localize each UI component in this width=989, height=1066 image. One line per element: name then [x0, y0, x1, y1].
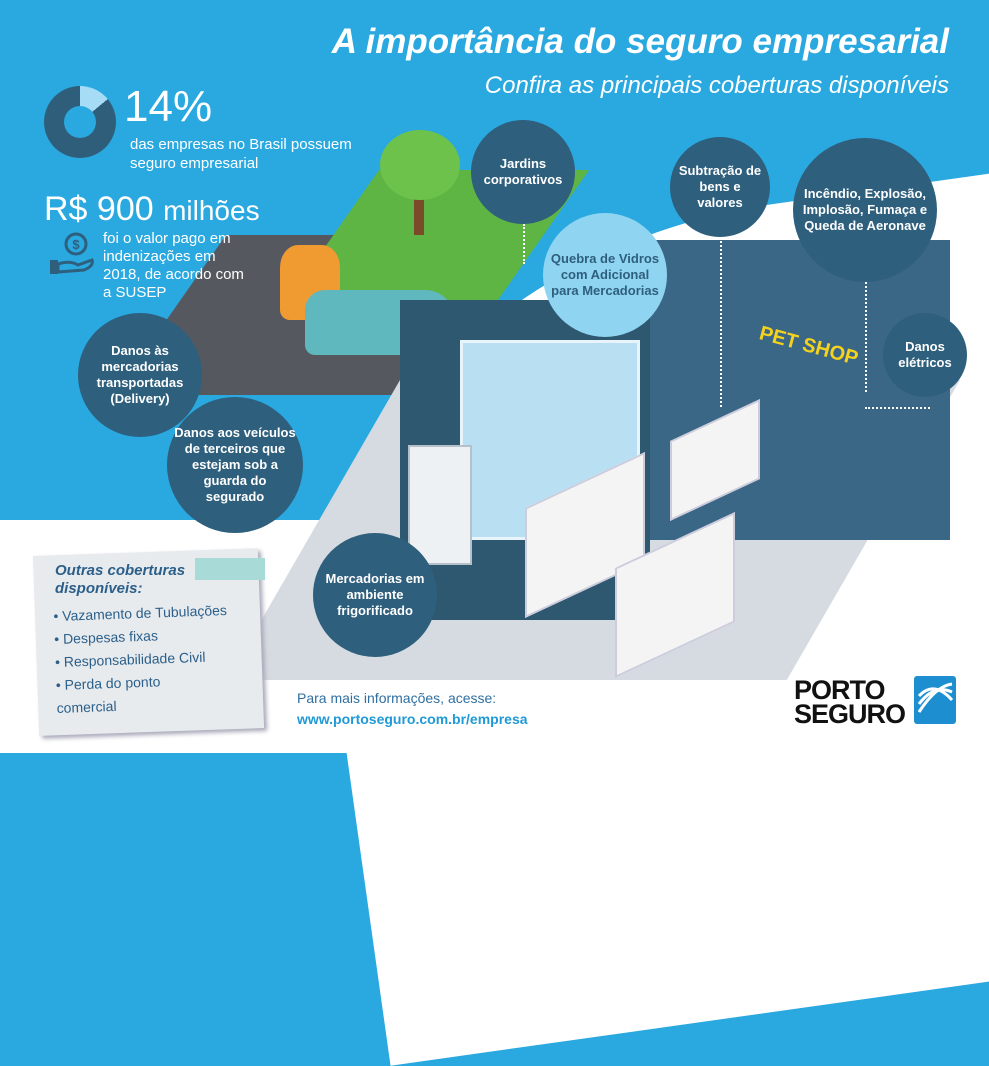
- coverage-circle-delivery: Danos às mercadorias transportadas (Deli…: [78, 313, 202, 437]
- donut-chart-14-percent: [44, 86, 116, 158]
- connector-line: [523, 224, 525, 264]
- percent-description: das empresas no Brasil possuem seguro em…: [130, 136, 352, 172]
- note-tape: [195, 558, 265, 580]
- money-stat: R$ 900 milhões: [44, 190, 260, 229]
- page-subtitle: Confira as principais coberturas disponí…: [484, 72, 949, 99]
- coverage-circle-incendio: Incêndio, Explosão, Implosão, Fumaça e Q…: [793, 138, 937, 282]
- info-text: Para mais informações, acesse:: [297, 690, 497, 706]
- other-coverages-title: Outras coberturas disponíveis:: [55, 562, 186, 597]
- other-coverages-list: Vazamento de Tubulações Despesas fixas R…: [53, 599, 230, 720]
- money-unit: milhões: [163, 195, 260, 226]
- tree-trunk: [414, 190, 424, 235]
- coverage-circle-danos-eletricos: Danos elétricos: [883, 313, 967, 397]
- fridge-icon: [408, 445, 472, 565]
- website-link[interactable]: www.portoseguro.com.br/empresa: [297, 711, 528, 727]
- connector-line: [720, 237, 722, 407]
- coverage-circle-subtracao: Subtração de bens e valores: [670, 137, 770, 237]
- tree-icon: [380, 130, 460, 200]
- porto-seguro-logo-icon: [914, 676, 956, 724]
- connector-line: [865, 407, 930, 409]
- coverage-circle-veiculos: Danos aos veículos de terceiros que este…: [167, 397, 303, 533]
- hand-coin-icon: $: [48, 232, 96, 276]
- coverage-circle-quebra-vidros: Quebra de Vidros com Adicional para Merc…: [543, 213, 667, 337]
- svg-text:$: $: [72, 237, 80, 252]
- list-item: Responsabilidade Civil: [55, 645, 229, 674]
- connector-line: [865, 282, 867, 392]
- list-item: Perda do ponto comercial: [55, 670, 177, 720]
- coverage-circle-frigorificado: Mercadorias em ambiente frigorificado: [313, 533, 437, 657]
- money-value: R$ 900: [44, 190, 154, 228]
- page-title: A importância do seguro empresarial: [331, 22, 949, 61]
- money-description: foi o valor pago em indenizações em 2018…: [103, 230, 244, 301]
- coverage-circle-jardins: Jardins corporativos: [471, 120, 575, 224]
- percent-stat: 14%: [124, 82, 213, 131]
